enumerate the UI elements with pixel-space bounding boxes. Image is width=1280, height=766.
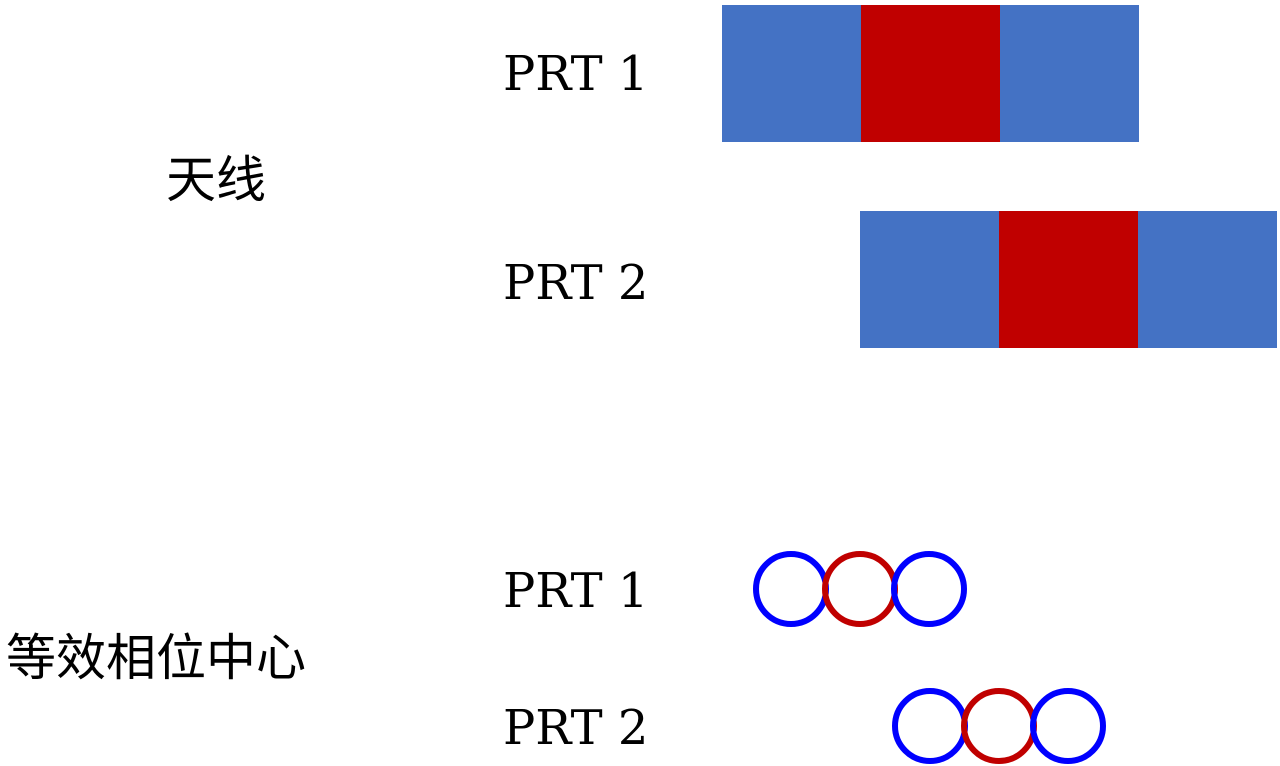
antenna-prt2-left-element	[860, 211, 999, 348]
phase-prt2-label: PRT 2	[503, 700, 649, 756]
antenna-prt1-right-element	[1000, 5, 1139, 142]
antenna-prt2-bar	[860, 211, 1277, 348]
phase-prt2-rings	[889, 686, 1109, 766]
antenna-prt2-center-element	[999, 211, 1138, 348]
phase-prt1-left-ring	[753, 551, 829, 627]
phase-prt2-right-ring	[1030, 688, 1106, 764]
phase-prt2-left-ring	[892, 688, 968, 764]
phase-prt1-rings	[750, 549, 970, 629]
antenna-prt2-right-element	[1138, 211, 1277, 348]
antenna-group-label: 天线	[166, 151, 266, 209]
antenna-prt1-bar	[722, 5, 1139, 142]
antenna-prt1-center-element	[861, 5, 1000, 142]
phase-prt1-label: PRT 1	[503, 563, 649, 619]
phase-prt1-right-ring	[891, 551, 967, 627]
phase-prt1-center-ring	[822, 551, 898, 627]
antenna-prt1-left-element	[722, 5, 861, 142]
antenna-prt2-label: PRT 2	[503, 255, 649, 311]
antenna-prt1-label: PRT 1	[503, 46, 649, 102]
phase-prt2-center-ring	[961, 688, 1037, 764]
phase-center-group-label: 等效相位中心	[6, 629, 306, 687]
